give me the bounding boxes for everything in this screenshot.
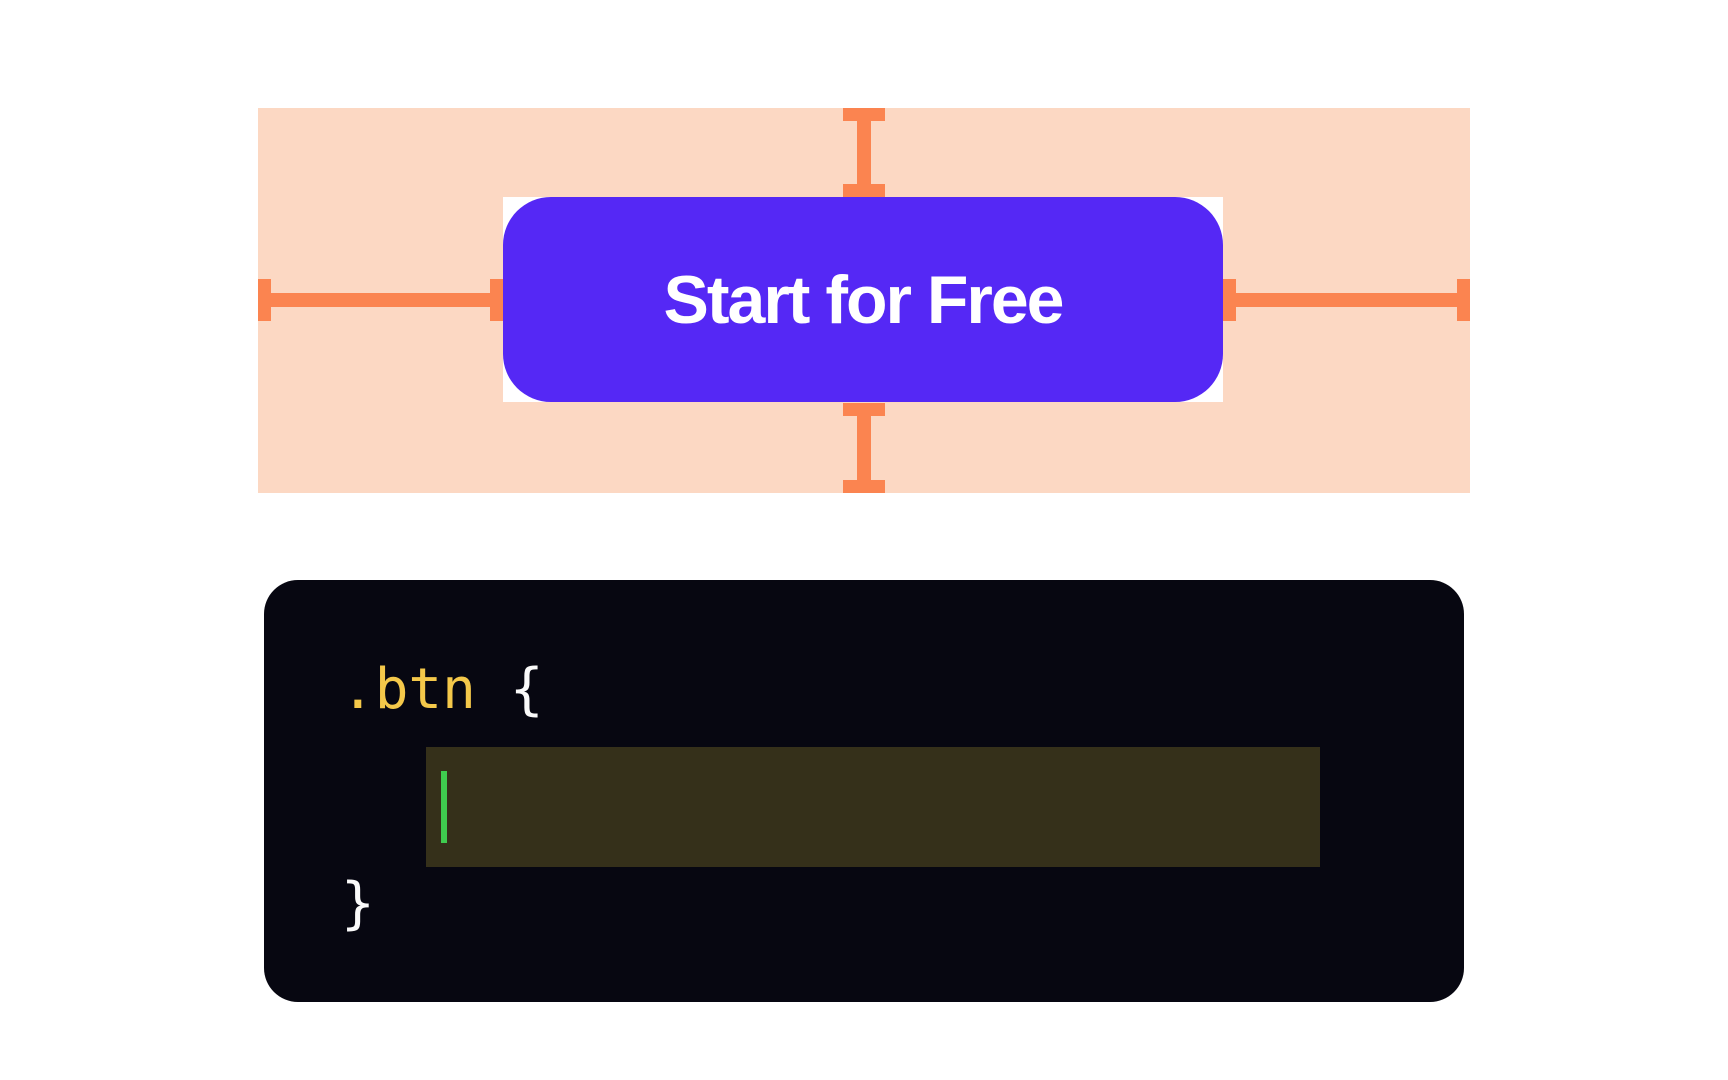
indicator-stem [857,108,871,197]
margin-indicator-right-icon [1223,279,1470,321]
indicator-stem [857,403,871,493]
start-for-free-button[interactable]: Start for Free [503,197,1223,402]
css-rule-close-line: } [341,876,375,932]
css-rule-open-line: .btn{ [341,662,544,718]
button-element-box: Start for Free [503,197,1223,402]
close-brace: } [341,871,375,936]
indicator-cap [843,184,885,197]
margin-indicator-bottom-icon [843,403,885,493]
indicator-cap [1457,279,1470,321]
indicator-stem [1223,293,1470,307]
css-selector: .btn [341,657,476,722]
indicator-cap [843,480,885,493]
margin-indicator-top-icon [843,108,885,197]
indicator-cap [490,279,503,321]
margin-indicator-left-icon [258,279,503,321]
text-cursor-icon [441,771,447,843]
indicator-stem [258,293,503,307]
css-property-input[interactable] [426,747,1320,867]
open-brace: { [509,657,544,722]
